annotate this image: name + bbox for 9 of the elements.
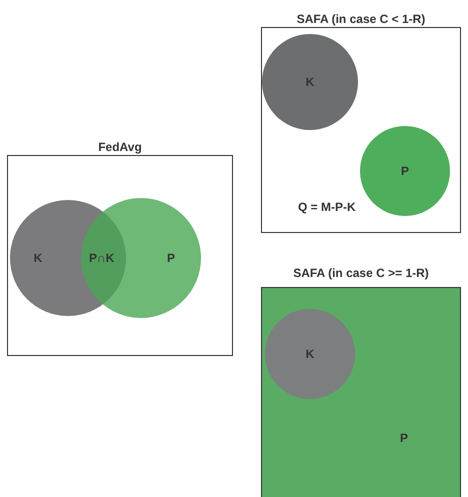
panel-title: SAFA (in case C < 1-R) <box>296 12 426 26</box>
set-circle: K <box>265 309 355 399</box>
set-circle: K <box>262 34 358 130</box>
formula-text: Q = M-P-K <box>298 200 356 214</box>
panel-title: SAFA (in case C >= 1-R) <box>292 266 430 280</box>
intersection-label: P∩K <box>89 251 114 265</box>
set-circle: P <box>360 126 450 216</box>
panel-title: FedAvg <box>97 140 143 154</box>
region-label: P <box>400 431 408 445</box>
